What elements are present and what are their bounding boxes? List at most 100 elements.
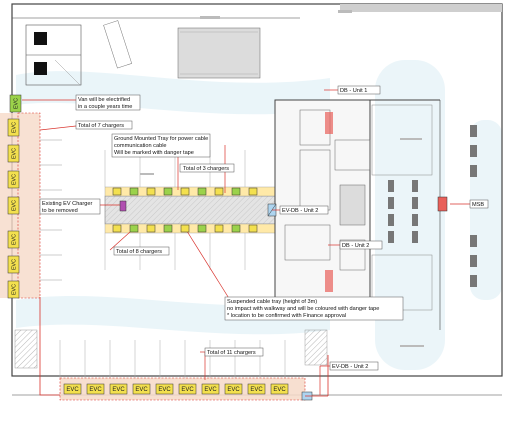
charger-label: EVC [135,387,148,393]
charger-label: EVC [12,259,18,270]
island-bottom-charger-8 [231,224,241,233]
charger-label: EVC [227,387,240,393]
island-bottom-charger-9 [248,224,258,233]
building [267,99,441,330]
left-charger-zone [0,113,40,298]
charger-label: EVC [12,234,18,245]
island-top-charger-5 [180,187,190,196]
callout-total-11: Total of 11 chargers [204,347,264,357]
equipment-blocks [25,20,261,86]
charger-label: EVC [12,284,18,295]
callout-suspended-line-3: * location to be confirmed with Finance … [227,313,346,319]
charger-label: EVC [204,387,217,393]
charger-label: EVC [158,387,171,393]
callout-ground-tray-line-2: communication cable [114,143,167,149]
island-bottom-charger-7 [214,224,224,233]
island-top-charger-6 [197,187,207,196]
island-bottom-charger-2 [129,224,139,233]
island-bottom-charger-1 [112,224,122,233]
island-bottom-charger-3 [146,224,156,233]
callout-existing-charger: Existing EV Charger to be removed [39,198,101,215]
parking-bays-left [40,139,62,281]
bottom-charger-9: EVC [247,383,266,395]
callout-ev-db-unit-2-mid-text: EV-DB - Unit 2 [282,208,318,214]
callout-db-unit-1-text: DB - Unit 1 [340,88,367,94]
van-charger: EVC [9,94,22,113]
parking-bays-right [388,125,477,287]
bottom-charger-4: EVC [132,383,151,395]
charger-label: EVC [89,387,102,393]
callout-total-8-text: Total of 8 chargers [116,249,162,255]
charger-label: EVC [181,387,194,393]
callout-ev-db-unit-2-bottom-text: EV-DB - Unit 2 [332,364,368,370]
msb-box [437,196,448,212]
left-charger-5: EVC [7,230,20,249]
left-zone-outline [17,112,41,299]
island-bottom-charger-4 [163,224,173,233]
island-top-charger-9 [248,187,258,196]
island-bottom-charger-6 [197,224,207,233]
callout-ground-tray-line-1: Ground Mounted Tray for power cable [114,136,208,142]
callout-total-11-text: Total of 11 chargers [207,350,256,356]
bottom-charger-1: EVC [63,383,82,395]
hatched-areas [14,329,328,369]
callout-existing-line-2: to be removed [42,208,78,214]
bottom-zone-outline [59,377,306,401]
callout-db-unit-1: DB - Unit 1 [337,85,381,95]
left-charger-7: EVC [7,280,20,299]
left-charger-3: EVC [7,170,20,189]
callout-total-7-text: Total of 7 chargers [78,123,124,129]
callout-total-7: Total of 7 chargers [75,120,133,130]
callout-suspended-tray: Suspended cable tray (height of 3m) no i… [224,296,404,321]
charger-label: EVC [66,387,79,393]
callout-van-line-2: in a couple years time [78,104,132,110]
bottom-charger-6: EVC [178,383,197,395]
chargers-layer: EVC EVC EVC EVC EVC EVC EVC EVC EVC EVC EVC EVC EVC E… [7,94,289,395]
island-bottom-charger-5 [180,224,190,233]
island-top-charger-1 [112,187,122,196]
bottom-charger-3: EVC [109,383,128,395]
callout-ev-db-unit-2-mid: EV-DB - Unit 2 [279,205,329,215]
callout-total-8: Total of 8 chargers [113,246,170,256]
callout-total-3-text: Total of 3 chargers [183,166,229,172]
callout-total-3: Total of 3 chargers [179,163,235,173]
charger-label: EVC [273,387,286,393]
left-charger-6: EVC [7,255,20,274]
left-charger-1: EVC [7,118,20,137]
callout-msb-text: MSB [472,202,484,208]
charger-label: EVC [12,122,18,133]
callout-ground-tray: Ground Mounted Tray for power cable comm… [111,133,211,158]
top-road-strip [340,4,502,12]
bottom-charger-2: EVC [86,383,105,395]
callout-db-unit-2-text: DB - Unit 2 [342,243,369,249]
island-top-charger-2 [129,187,139,196]
callout-van: Van will be electrified in a couple year… [75,94,141,111]
callout-suspended-line-1: Suspended cable tray (height of 3m) [227,299,317,305]
left-charger-4: EVC [7,196,20,215]
callout-van-line-1: Van will be electrified [78,97,130,103]
parking-bays-bottom [59,340,286,378]
island-top-charger-3 [146,187,156,196]
drawing-grid-text [140,10,424,347]
island-top-charger-8 [231,187,241,196]
bottom-charger-10: EVC [270,383,289,395]
charger-label: EVC [12,200,18,211]
island-top-charger-7 [214,187,224,196]
charger-label: EVC [112,387,125,393]
callout-db-unit-2: DB - Unit 2 [339,240,383,250]
charger-label: EVC [250,387,263,393]
left-charger-2: EVC [7,144,20,163]
bottom-charger-8: EVC [224,383,243,395]
callout-msb: MSB [469,199,489,209]
callout-ev-db-unit-2-bottom: EV-DB - Unit 2 [329,361,379,371]
charger-label: EVC [14,98,20,109]
island-top-charger-4 [163,187,173,196]
callout-existing-line-1: Existing EV Charger [42,201,93,207]
bottom-charger-7: EVC [201,383,220,395]
bottom-charger-5: EVC [155,383,174,395]
charger-label: EVC [12,174,18,185]
callout-ground-tray-line-3: Will be marked with danger tape [114,150,194,156]
existing-charger [119,200,127,212]
charger-label: EVC [12,148,18,159]
